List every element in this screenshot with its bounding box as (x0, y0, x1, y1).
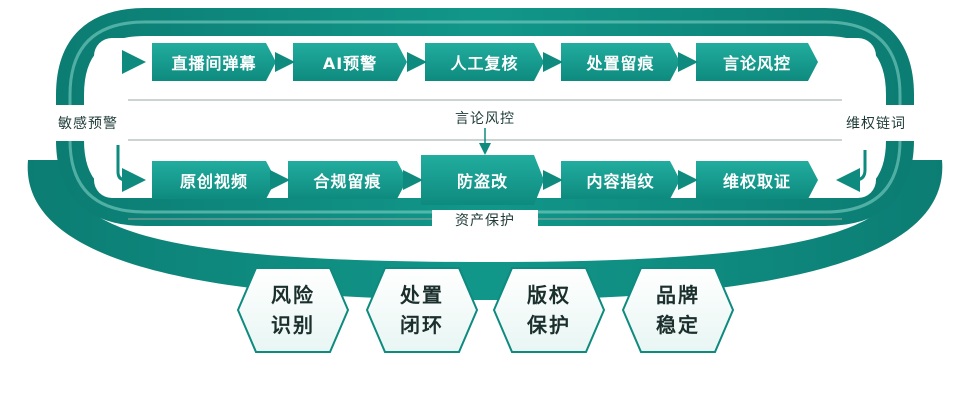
step-box (152, 161, 276, 199)
step-bottom-5: 维权取证 (722, 172, 791, 191)
step-top-2: AI预警 (322, 54, 378, 73)
pillar-line: 稳定 (656, 313, 700, 337)
step-top-1: 直播间弹幕 (171, 54, 257, 73)
step-top-4: 处置留痕 (586, 54, 655, 73)
step-box (421, 155, 544, 205)
pillar-line: 识别 (271, 313, 315, 337)
step-box (288, 161, 407, 199)
step-box (293, 43, 407, 81)
hexagon (236, 267, 350, 353)
step-bottom-4: 内容指纹 (586, 172, 655, 191)
step-bottom-3: 防盗改 (456, 172, 508, 191)
base-swoosh (27, 160, 943, 300)
step-bottom-2: 合规留痕 (313, 172, 382, 191)
step-box (696, 43, 818, 81)
step-box (696, 161, 818, 199)
pillar-line: 风险 (271, 283, 315, 307)
right-side-label: 维权链词 (846, 116, 906, 132)
step-box (561, 43, 680, 81)
pillar-line: 品牌 (656, 283, 700, 307)
pillar-line: 版权 (527, 283, 571, 307)
bottom-label: 资产保护 (432, 210, 538, 230)
pillar-line: 闭环 (400, 313, 444, 337)
pillar-closed-loop: 处置 闭环 (364, 268, 480, 352)
hexagon (621, 267, 735, 353)
pillar-line: 处置 (400, 283, 444, 307)
pillar-hexagons (236, 267, 735, 353)
step-top-3: 人工复核 (450, 54, 519, 73)
step-box (425, 43, 544, 81)
pillar-line: 保护 (527, 313, 571, 337)
hexagon (365, 267, 479, 353)
step-box (561, 161, 680, 199)
top-row-boxes (152, 43, 818, 81)
left-side-label: 敏感预警 (58, 116, 118, 132)
bottom-row-boxes (152, 155, 818, 205)
step-bottom-1: 原创视频 (179, 172, 248, 191)
pillar-risk-identification: 风险 识别 (235, 268, 351, 352)
middle-label: 言论风控 (430, 108, 540, 128)
step-top-5: 言论风控 (722, 54, 791, 73)
pillar-brand-stability: 品牌 稳定 (620, 268, 736, 352)
pillar-copyright-protection: 版权 保护 (491, 268, 607, 352)
hexagon (492, 267, 606, 353)
step-box (152, 43, 276, 81)
